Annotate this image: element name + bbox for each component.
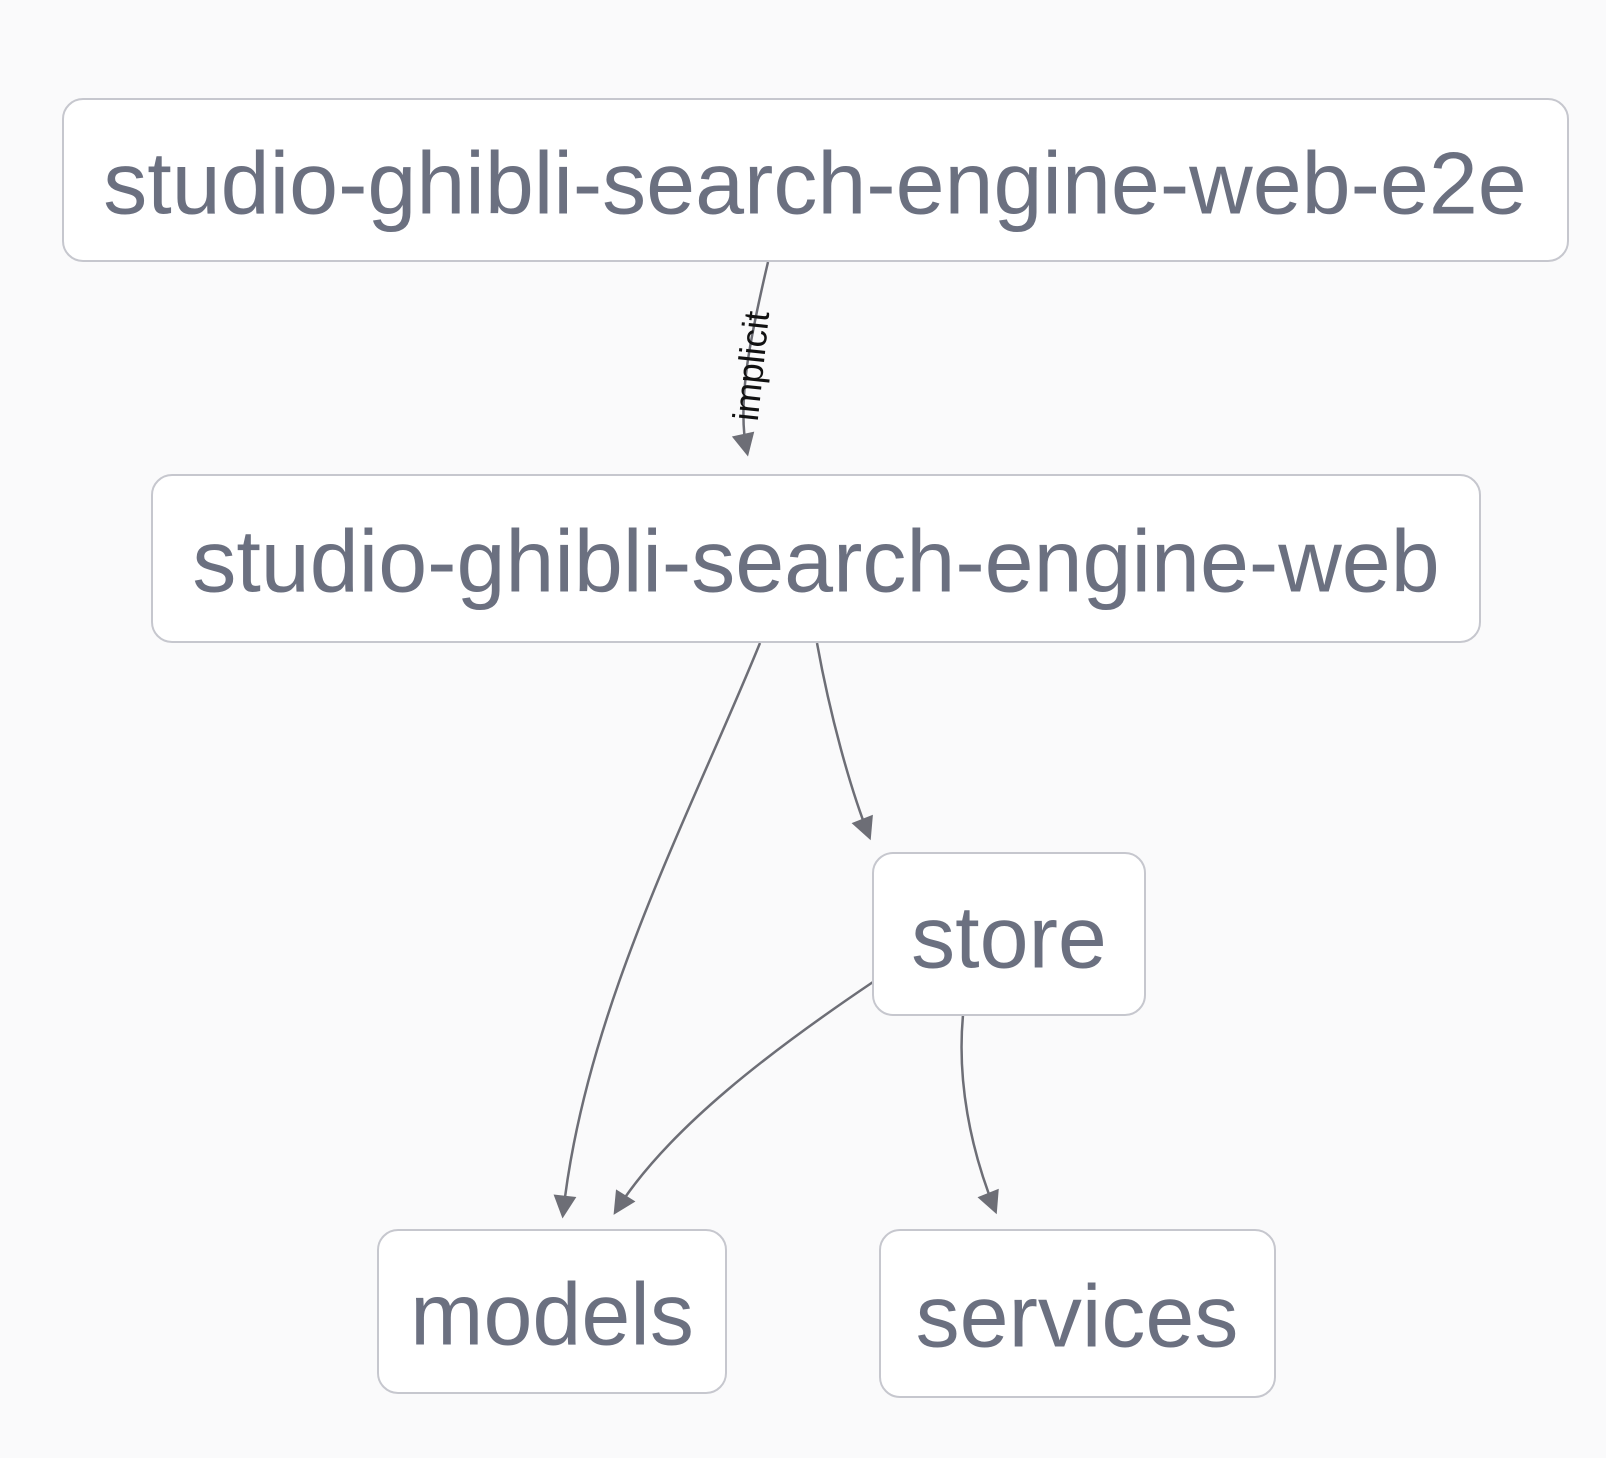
edge-web-to-models xyxy=(553,642,762,1219)
node-studio-ghibli-search-engine-web-e2e[interactable]: studio-ghibli-search-engine-web-e2e xyxy=(62,98,1569,262)
node-box[interactable] xyxy=(872,852,1146,1016)
edge-label-implicit: implicit xyxy=(725,309,777,423)
node-services[interactable]: services xyxy=(879,1229,1276,1398)
edge-store-to-models xyxy=(613,980,874,1215)
node-box[interactable] xyxy=(879,1229,1276,1398)
node-label: studio-ghibli-search-engine-web-e2e xyxy=(103,134,1526,233)
node-label: studio-ghibli-search-engine-web xyxy=(192,512,1439,611)
node-label: services xyxy=(916,1267,1239,1366)
node-studio-ghibli-search-engine-web[interactable]: studio-ghibli-search-engine-web xyxy=(151,474,1481,643)
edge-web-to-store xyxy=(815,642,873,841)
node-label: store xyxy=(911,888,1107,987)
edge-layer: implicit xyxy=(553,261,999,1219)
edge-store-to-services xyxy=(960,1014,999,1215)
node-store[interactable]: store xyxy=(872,852,1146,1016)
node-label: models xyxy=(410,1265,694,1364)
node-box[interactable] xyxy=(151,474,1481,643)
node-models[interactable]: models xyxy=(377,1229,727,1394)
node-box[interactable] xyxy=(62,98,1569,262)
node-box[interactable] xyxy=(377,1229,727,1394)
edge-e2e-to-web xyxy=(731,261,770,457)
